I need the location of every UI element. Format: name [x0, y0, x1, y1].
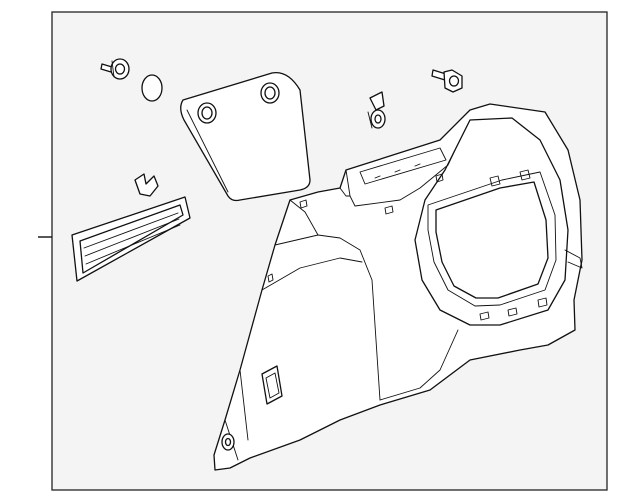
quarter-trim-panel-icon — [213, 103, 583, 471]
push-pin-fastener-icon — [100, 58, 130, 80]
trim-bolt-icon — [431, 69, 463, 93]
vent-grille-icon — [71, 196, 191, 282]
round-cap-icon — [141, 74, 163, 102]
access-cover-panel-icon — [180, 71, 311, 202]
retaining-clip-icon — [367, 91, 386, 129]
side-clip-icon — [134, 173, 159, 197]
